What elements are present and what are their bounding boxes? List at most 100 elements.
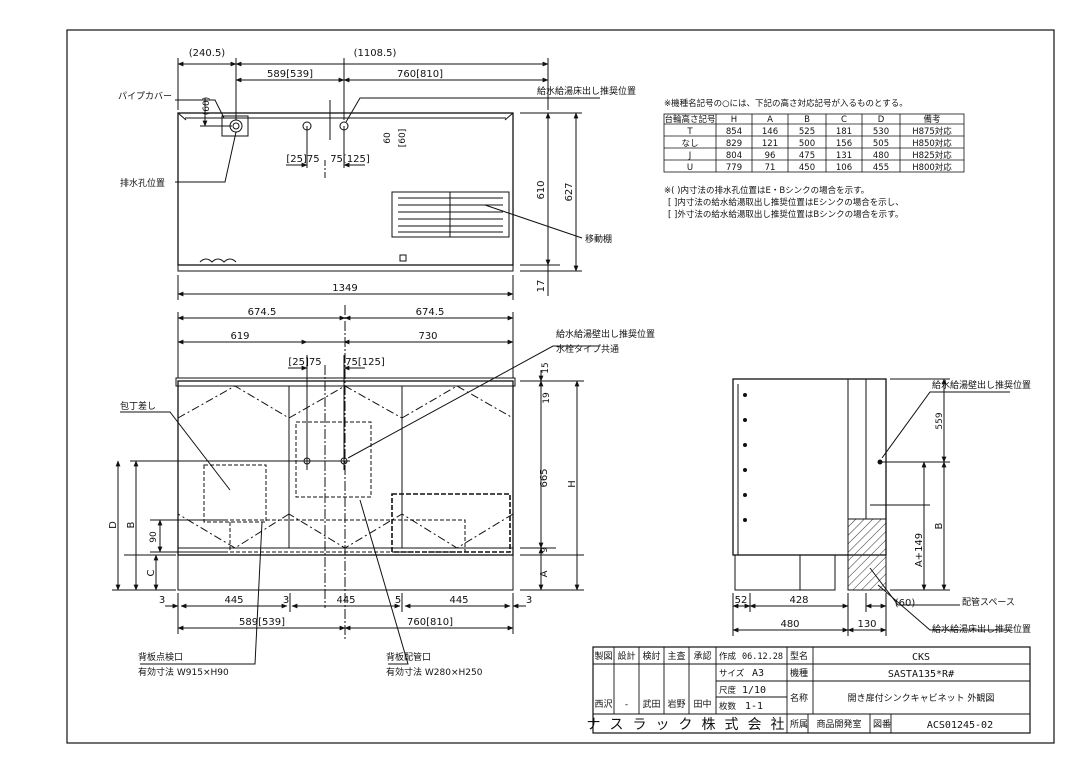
side-view-texts: 559 B A+149 52 428 (60) 480 130 給水給湯壁出し推… (735, 379, 1031, 635)
model-value: CKS (912, 652, 930, 663)
dim-hA: A (539, 570, 550, 577)
table-header-cell: H (731, 115, 737, 125)
scale-value: 1/10 (742, 685, 766, 696)
dim-left-w: 619 (230, 331, 249, 342)
dim-hA149: A+149 (914, 533, 925, 567)
drawing-no-value: ACS01245-02 (927, 720, 993, 731)
size-value: A3 (752, 668, 764, 679)
dim-b445a: 445 (224, 595, 243, 606)
label-pipe-space: 配管スペース (962, 596, 1015, 608)
label-back-inspect-size: 有効寸法 W915×H90 (138, 666, 229, 678)
role-chief: 主査 (667, 650, 685, 662)
table-cell: 804 (726, 151, 742, 161)
dim-v90: 90 (149, 531, 159, 543)
dim-vB: B (126, 521, 137, 528)
label-supply-floor-top: 給水給湯床出し推奨位置 (537, 85, 636, 97)
table-cell: 121 (762, 139, 778, 149)
back-pipe-opening (295, 421, 372, 498)
role-design: 設計 (617, 650, 635, 662)
dim-w60: (60) (895, 598, 916, 609)
label-pipe-cover: パイプカバー (118, 91, 172, 102)
table-cell: 500 (799, 139, 815, 149)
dept-label: 所属 (790, 719, 808, 730)
company-name: ナスラック株式会社 (587, 717, 794, 733)
dim-w52: 52 (735, 595, 748, 606)
dim-h19: 19 (542, 392, 552, 404)
label-supply-wall-side: 給水給湯壁出し推奨位置 (932, 379, 1031, 391)
sheets-value: 1-1 (745, 701, 763, 712)
dim-faucet-v2: [60] (398, 129, 408, 147)
table-cell: 450 (799, 163, 815, 173)
table-cell: 181 (836, 127, 852, 137)
name-chief: 岩野 (667, 698, 685, 710)
back-inspection-opening (229, 519, 466, 553)
table-cell: H875対応 (912, 126, 952, 137)
dept-value: 商品開発室 (816, 718, 861, 730)
dim-bottom-right: 760[810] (407, 617, 453, 628)
dim-width-total: 1349 (332, 283, 357, 294)
table-header-cell: A (767, 115, 773, 125)
type-value: SASTA135*R# (888, 669, 954, 680)
dim-half-left: 674.5 (248, 307, 277, 318)
name-approve: 田中 (693, 698, 711, 710)
table-header-cell: C (841, 115, 847, 125)
type-label: 機種 (790, 667, 808, 679)
role-approve: 承認 (693, 650, 711, 662)
label-supply-floor-side: 給水給湯床出し推奨位置 (932, 623, 1031, 635)
dim-half-right: 674.5 (416, 307, 445, 318)
pipe-space (847, 518, 887, 591)
label-supply-wall-front: 給水給湯壁出し推奨位置 (556, 328, 655, 340)
table-cell: なし (681, 139, 698, 149)
table-cell: H825対応 (912, 150, 952, 161)
notes-intro: ※機種名記号の○には、下記の高さ対応記号が入るものとする。 (664, 98, 908, 109)
label-knife-rack: 包丁差し (120, 400, 156, 412)
table-cell: J (688, 151, 692, 161)
dim-faucet-v: 60 (383, 132, 393, 144)
dim-pipe-offset: (60) (202, 97, 212, 115)
table-header-cell: 台輪高さ記号 (664, 114, 715, 125)
dim-faucet-left: [25]75 (286, 154, 319, 165)
model-label: 型名 (790, 650, 808, 662)
table-cell: 455 (873, 163, 889, 173)
table-cell: 854 (726, 127, 742, 137)
dim-b5: 5 (395, 595, 401, 606)
dim-b3c: 3 (526, 595, 532, 606)
name-label: 名称 (790, 692, 808, 704)
table-cell: U (687, 163, 693, 173)
name-design: - (625, 700, 628, 710)
dim-right-overall: (1108.5) (354, 48, 397, 59)
table-header-cell: 備考 (923, 114, 940, 125)
dim-depth-outer: 627 (564, 182, 575, 201)
title-block (592, 646, 1031, 734)
dim-b3b: 3 (283, 595, 289, 606)
table-header-cell: D (878, 115, 885, 125)
dim-right-w: 730 (418, 331, 437, 342)
dim-w130: 130 (857, 619, 876, 630)
table-cell: 71 (765, 163, 776, 173)
drawing-name: 開き扉付シンクキャビネット 外観図 (848, 692, 995, 704)
label-back-inspect: 背板点検口 (138, 651, 183, 663)
table-cell: 505 (873, 139, 889, 149)
sheets-label: 枚数 (719, 701, 737, 712)
dim-bottom-gap: 17 (536, 280, 547, 293)
dim-h9: 9 (540, 547, 550, 553)
dim-b445c: 445 (449, 595, 468, 606)
dim-left-pos: 589[539] (267, 69, 313, 80)
name-drafting: 西沢 (594, 698, 612, 710)
dim-w428: 428 (789, 595, 808, 606)
dim-vC: C (146, 569, 157, 576)
dim-b3a: 3 (159, 595, 165, 606)
table-cell: 146 (762, 127, 778, 137)
dim-faucet-r: 75[125] (345, 357, 385, 368)
table-cell: 106 (836, 163, 852, 173)
dim-bottom-left: 589[539] (239, 617, 285, 628)
title-block-texts: 製図 設計 検討 主査 承認 西沢 - 武田 岩野 田中 作成 06.12.28… (587, 650, 995, 733)
dim-h559: 559 (935, 412, 945, 429)
name-review: 武田 (642, 698, 660, 710)
label-movable-shelf: 移動棚 (585, 233, 612, 245)
label-faucet-common: 水栓タイプ共通 (556, 343, 619, 355)
dim-depth-inner: 610 (536, 180, 547, 199)
top-view-texts: (240.5) (1108.5) 589[539] 760[810] (60) … (118, 48, 636, 294)
